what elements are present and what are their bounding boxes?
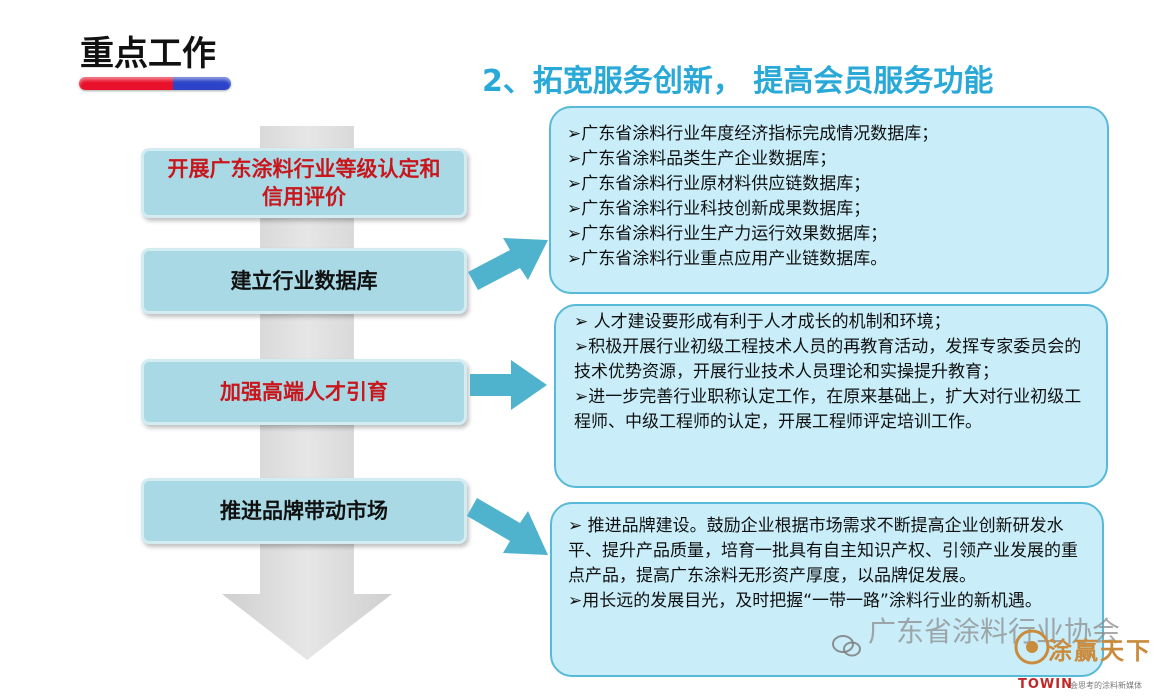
page-title: 重点工作 [80, 34, 216, 74]
talent-paragraph: ➢积极开展行业初级工程技术人员的再教育活动，发挥专家委员会的技术优势资源，开展行… [574, 337, 1082, 382]
database-item: ➢广东省涂料行业生产力运行效果数据库； [567, 224, 888, 244]
logo-emblem-icon [1014, 629, 1050, 665]
watermark-text: 广东省涂料行业协会 [868, 615, 1121, 648]
database-item: ➢广东省涂料行业原材料供应链数据库； [567, 174, 871, 194]
title-underline-bar [79, 77, 231, 90]
brand-paragraph: ➢用长远的发展目光，及时把握“一带一路”涂料行业的新机遇。 [568, 591, 1042, 611]
talent-paragraph: ➢ 人才建设要形成有利于人才成长的机制和环境； [574, 312, 951, 332]
talent-paragraph: ➢进一步完善行业职称认定工作，在原来基础上，扩大对行业初级工程师、中级工程师的认… [574, 387, 1082, 432]
brand-box: ➢ 推进品牌建设。鼓励企业根据市场需求不断提高企业创新研发水平、提升产品质量，培… [550, 502, 1104, 677]
database-item: ➢广东省涂料行业科技创新成果数据库； [567, 199, 871, 219]
page-subtitle: 2、拓宽服务创新， 提高会员服务功能 [482, 64, 994, 99]
database-item: ➢广东省涂料品类生产企业数据库； [567, 149, 837, 169]
left-item-database: 建立行业数据库 [141, 248, 467, 314]
arrow-to-talent-box [470, 360, 547, 410]
wechat-icon [832, 635, 861, 657]
left-item-credit-rating: 开展广东涂料行业等级认定和信用评价 [141, 148, 467, 218]
database-item: ➢广东省涂料行业年度经济指标完成情况数据库； [567, 124, 939, 144]
towin-logo: 涂赢天下 TOWIN 会思考的涂料新媒体 [1012, 623, 1167, 695]
logo-text: 涂赢天下 [1048, 637, 1152, 665]
talent-box: ➢ 人才建设要形成有利于人才成长的机制和环境； ➢积极开展行业初级工程技术人员的… [554, 304, 1108, 488]
left-item-label: 开展广东涂料行业等级认定和信用评价 [167, 157, 441, 209]
left-item-label: 推进品牌带动市场 [220, 499, 388, 523]
logo-name: TOWIN [1018, 677, 1073, 692]
arrow-to-database-box [468, 238, 548, 290]
database-list-box: ➢广东省涂料行业年度经济指标完成情况数据库； ➢广东省涂料品类生产企业数据库； … [549, 106, 1109, 294]
left-item-talent: 加强高端人才引育 [141, 359, 467, 425]
arrow-to-brand-box [467, 498, 548, 555]
brand-paragraph: ➢ 推进品牌建设。鼓励企业根据市场需求不断提高企业创新研发水平、提升产品质量，培… [568, 516, 1078, 586]
left-item-label: 加强高端人才引育 [220, 380, 388, 404]
logo-tagline: 会思考的涂料新媒体 [1070, 681, 1142, 690]
left-item-label: 建立行业数据库 [230, 269, 378, 293]
left-item-brand: 推进品牌带动市场 [141, 478, 467, 544]
database-item: ➢广东省涂料行业重点应用产业链数据库。 [567, 249, 888, 269]
